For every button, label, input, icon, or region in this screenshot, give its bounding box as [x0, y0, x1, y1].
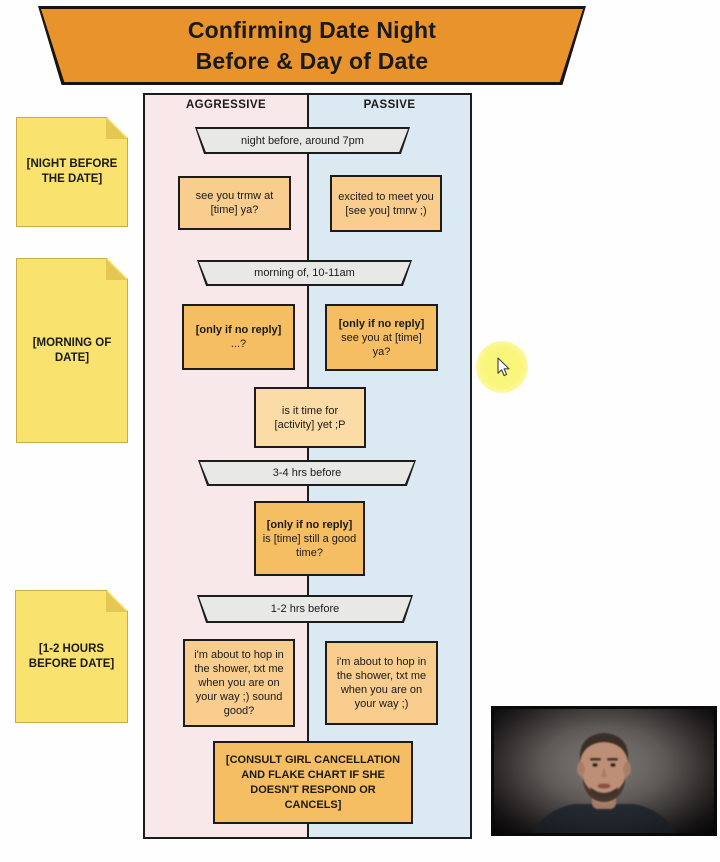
message-box-morning-aggressive: [only if no reply] ...? [182, 304, 295, 370]
milestone-morning-of: morning of, 10-11am [197, 260, 412, 286]
folded-corner-icon [106, 591, 127, 612]
sticky-note-label: [MORNING OF DATE] [32, 336, 112, 364]
message-text: i'm about to hop in the shower, txt me w… [336, 656, 427, 710]
title-banner: Confirming Date Night Before & Day of Da… [38, 6, 586, 85]
milestone-night-before: night before, around 7pm [195, 127, 410, 154]
message-box-consult-fallback: [CONSULT GIRL CANCELLATION AND FLAKE CHA… [213, 741, 413, 824]
message-text: excited to meet you [see you] tmrw ;) [338, 190, 434, 217]
sticky-note-morning-of: [MORNING OF DATE] [16, 258, 128, 443]
sticky-note-night-before: [NIGHT BEFORE THE DATE] [16, 117, 128, 227]
message-box-final-passive: i'm about to hop in the shower, txt me w… [325, 641, 438, 725]
message-text: see you at [time] ya? [341, 331, 422, 358]
message-condition: [only if no reply] [338, 317, 425, 330]
milestone-label: 3-4 hrs before [200, 462, 414, 484]
milestone-3-4-hrs-before: 3-4 hrs before [198, 460, 416, 486]
milestone-label: 1-2 hrs before [199, 597, 411, 621]
flowchart-panel: AGGRESSIVE PASSIVE night before, around … [143, 93, 472, 839]
message-condition: [only if no reply] [266, 518, 353, 531]
message-box-night-aggressive: see you trmw at [time] ya? [178, 176, 291, 230]
message-box-pre-date-center: [only if no reply] is [time] still a goo… [254, 501, 365, 576]
message-text: is it time for [activity] yet ;P [274, 404, 346, 431]
message-condition: [only if no reply] [195, 324, 282, 336]
milestone-label: night before, around 7pm [197, 129, 408, 152]
webcam-overlay [491, 706, 717, 836]
message-text: i'm about to hop in the shower, txt me w… [194, 649, 284, 717]
page-title-line-1: Confirming Date Night [187, 16, 437, 43]
page-title-line-2: Before & Day of Date [195, 47, 429, 74]
folded-corner-icon [106, 118, 127, 139]
folded-corner-icon [106, 259, 127, 280]
message-box-midday-center: is it time for [activity] yet ;P [254, 387, 366, 448]
webcam-vignette [494, 709, 714, 833]
cursor-icon [497, 357, 510, 377]
message-text: [CONSULT GIRL CANCELLATION AND FLAKE CHA… [225, 753, 401, 811]
message-text: ...? [230, 338, 247, 350]
message-box-night-passive: excited to meet you [see you] tmrw ;) [330, 175, 442, 232]
message-box-final-aggressive: i'm about to hop in the shower, txt me w… [183, 639, 295, 727]
sticky-note-label: [NIGHT BEFORE THE DATE] [26, 158, 118, 185]
aggressive-column-header: AGGRESSIVE [185, 99, 267, 111]
message-text: see you trmw at [time] ya? [195, 190, 274, 216]
milestone-label: morning of, 10-11am [199, 262, 410, 284]
milestone-1-2-hrs-before: 1-2 hrs before [197, 595, 413, 623]
sticky-note-1-2-hours: [1-2 HOURS BEFORE DATE] [15, 590, 128, 723]
message-box-morning-passive: [only if no reply] see you at [time] ya? [325, 304, 438, 371]
title-banner-fill: Confirming Date Night Before & Day of Da… [41, 9, 583, 82]
message-text: is [time] still a good time? [262, 532, 357, 559]
passive-column-header: PASSIVE [363, 99, 416, 111]
sticky-note-label: [1-2 HOURS BEFORE DATE] [28, 642, 115, 670]
